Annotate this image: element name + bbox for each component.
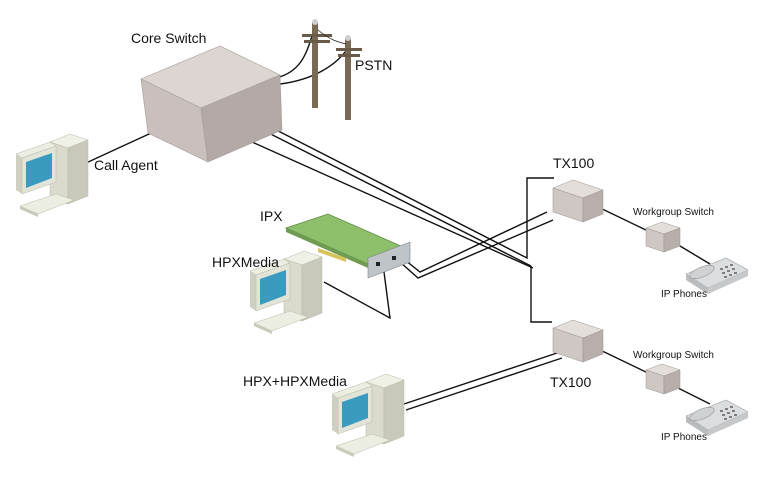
cable-core-pstn-2: [279, 47, 349, 85]
ipx-label: IPX: [260, 208, 283, 224]
workgroup-switch-top-icon: [645, 221, 681, 253]
workgroup-switch-bottom-label: Workgroup Switch: [633, 350, 714, 361]
workgroup-switch-top-label: Workgroup Switch: [633, 207, 714, 218]
ip-phones-top-label: IP Phones: [661, 289, 707, 300]
cable-tx100-workgroup-bottom: [595, 347, 651, 375]
core-switch-label: Core Switch: [131, 30, 207, 46]
core-switch-icon: [140, 45, 283, 163]
ipx-card-icon: [284, 213, 412, 279]
cable-hpx-tx100-a: [403, 351, 561, 405]
ip-phones-bottom-label: IP Phones: [661, 432, 707, 443]
cable-core-tx100-top-a: [242, 112, 554, 260]
hpxmedia-label: HPXMedia: [212, 254, 279, 270]
cable-hpxmedia-ipx: [323, 271, 391, 320]
tx100-top-icon: [552, 179, 604, 223]
tx100-top-label: TX100: [553, 155, 595, 171]
pstn-poles-icon: [302, 19, 362, 120]
call-agent-label: Call Agent: [94, 157, 158, 173]
tx100-bottom-icon: [552, 319, 604, 363]
cable-hpx-tx100-b: [405, 357, 563, 411]
cable-core-tx100-link: [251, 141, 534, 269]
cable-ipx-tx100-b: [399, 219, 554, 279]
cable-tx100-workgroup-top: [595, 205, 651, 233]
call-agent-pc-icon: [15, 133, 89, 218]
hpx-hpxmedia-label: HPX+HPXMedia: [243, 373, 347, 389]
ip-phone-bottom-icon: [685, 399, 749, 437]
cable-core-tx100-bottom: [530, 266, 552, 323]
tx100-bottom-label: TX100: [550, 374, 592, 390]
workgroup-switch-bottom-icon: [645, 363, 681, 395]
pstn-label: PSTN: [355, 57, 393, 73]
